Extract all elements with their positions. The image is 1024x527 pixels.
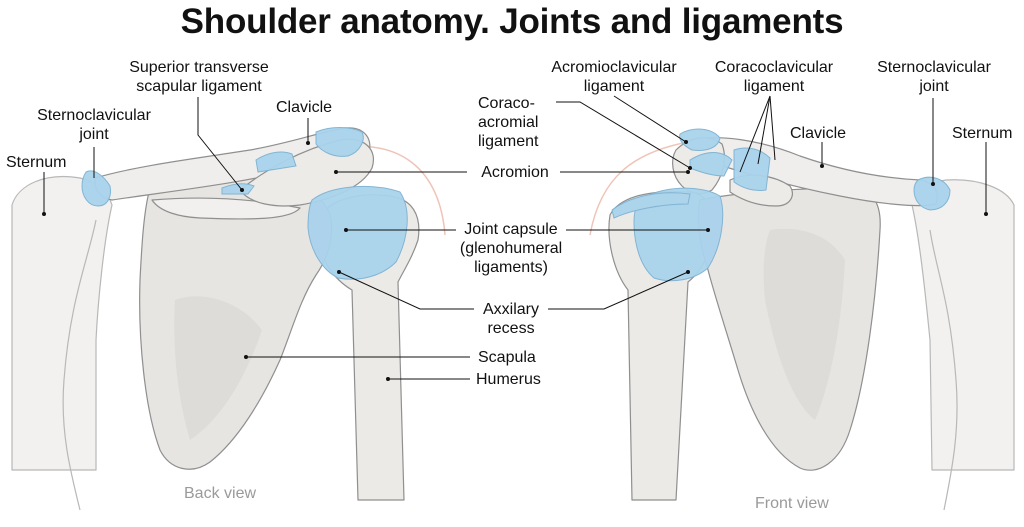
label-line: joint xyxy=(79,126,109,143)
back-acromioclavicular-ligament xyxy=(315,127,364,157)
back-view-caption: Back view xyxy=(184,485,257,502)
leader-coracoacromial xyxy=(556,101,691,169)
leader-axillary-front xyxy=(548,271,689,310)
label-coracoacromial-ligament: Coraco- acromial ligament xyxy=(478,94,538,151)
pin-scapula xyxy=(244,355,248,359)
label-superior-transverse-scapular-ligament: Superior transverse scapular ligament xyxy=(104,58,294,96)
label-text: Humerus xyxy=(476,371,541,388)
front-rib-edge xyxy=(929,229,958,511)
label-back-sternum: Sternum xyxy=(6,153,66,172)
label-text: Sternum xyxy=(6,154,67,171)
leader-axillary-back xyxy=(338,271,474,310)
label-line: acromial xyxy=(478,114,539,131)
pin-front-sternoclavicular xyxy=(931,182,935,186)
pin-back-sternum xyxy=(42,212,46,216)
label-line: ligament xyxy=(478,133,539,150)
page-title: Shoulder anatomy. Joints and ligaments xyxy=(180,2,844,41)
label-scapula: Scapula xyxy=(478,348,536,367)
label-text: Acromion xyxy=(481,164,549,181)
front-sternum xyxy=(911,179,1015,471)
pin-back-transverse xyxy=(240,188,244,192)
leader-back-transverse-ligament xyxy=(197,97,243,191)
label-acromion: Acromion xyxy=(470,163,560,182)
label-text: Clavicle xyxy=(276,99,333,116)
pin-front-acromioclavicular xyxy=(684,140,688,144)
leader-coracoclavicular-1 xyxy=(739,95,771,173)
label-line: joint xyxy=(919,78,949,95)
leader-coracoclavicular-3 xyxy=(769,95,776,161)
pin-front-acromion xyxy=(686,170,690,174)
label-front-sternum: Sternum xyxy=(952,124,1012,143)
label-line: scapular ligament xyxy=(136,78,262,95)
front-sternoclavicular-ligament xyxy=(913,176,951,211)
back-sternum xyxy=(11,175,113,471)
label-back-sternoclavicular-joint: Sternoclavicular joint xyxy=(18,106,170,144)
label-line: ligament xyxy=(583,78,645,95)
label-line: ligament xyxy=(743,78,805,95)
label-line: Superior transverse xyxy=(129,59,269,76)
label-text: Sternum xyxy=(952,125,1013,142)
label-text: Scapula xyxy=(478,349,536,366)
pin-humerus xyxy=(386,377,390,381)
front-scapula-shading xyxy=(763,228,845,420)
label-text: Clavicle xyxy=(790,125,847,142)
label-line: (glenohumeral xyxy=(459,240,563,257)
pin-front-capsule xyxy=(706,228,710,232)
front-body-outline xyxy=(589,139,701,236)
label-line: Axxilary xyxy=(482,301,539,318)
label-humerus: Humerus xyxy=(476,370,541,389)
front-acromioclavicular-ligament xyxy=(679,128,721,151)
leader-coracoclavicular-2 xyxy=(757,95,771,165)
label-joint-capsule: Joint capsule (glenohumeral ligaments) xyxy=(452,220,570,277)
label-line: Sternoclavicular xyxy=(877,59,991,76)
pin-back-acromion xyxy=(334,170,338,174)
pin-front-sternum xyxy=(984,212,988,216)
pin-front-coracoacromial xyxy=(688,166,692,170)
label-line: Sternoclavicular xyxy=(37,107,151,124)
back-scapula-shading xyxy=(174,296,262,440)
pin-back-axillary xyxy=(337,270,341,274)
label-line: recess xyxy=(487,320,535,337)
label-back-clavicle: Clavicle xyxy=(276,98,332,117)
back-coracoclavicular-band xyxy=(221,183,255,195)
front-joint-capsule xyxy=(633,187,724,282)
front-coracoacromial-ligament xyxy=(689,152,733,177)
back-rib-edge xyxy=(62,219,97,511)
label-axillary-recess: Axxilary recess xyxy=(474,300,548,338)
label-coracoclavicular-ligament: Coracoclavicular ligament xyxy=(696,58,852,96)
label-line: Joint capsule xyxy=(464,221,558,238)
pin-back-capsule xyxy=(344,228,348,232)
pin-front-axillary xyxy=(686,270,690,274)
pin-front-clavicle xyxy=(820,164,824,168)
label-line: Coracoclavicular xyxy=(714,59,834,76)
back-joint-capsule xyxy=(307,185,408,280)
pin-back-clavicle xyxy=(306,141,310,145)
label-front-sternoclavicular-joint: Sternoclavicular joint xyxy=(856,58,1012,96)
label-line: Coraco- xyxy=(478,95,535,112)
leader-acromioclavicular xyxy=(613,95,687,143)
front-view-caption: Front view xyxy=(755,495,829,512)
label-line: ligaments) xyxy=(474,259,548,276)
label-front-clavicle: Clavicle xyxy=(790,124,846,143)
label-line: Acromioclavicular xyxy=(551,59,677,76)
back-superior-transverse-ligament xyxy=(255,151,297,173)
back-sternoclavicular-ligament xyxy=(81,170,111,207)
label-acromioclavicular-ligament: Acromioclavicular ligament xyxy=(532,58,696,96)
front-superior-band xyxy=(611,192,691,219)
front-coracoclavicular-ligament xyxy=(733,147,771,191)
